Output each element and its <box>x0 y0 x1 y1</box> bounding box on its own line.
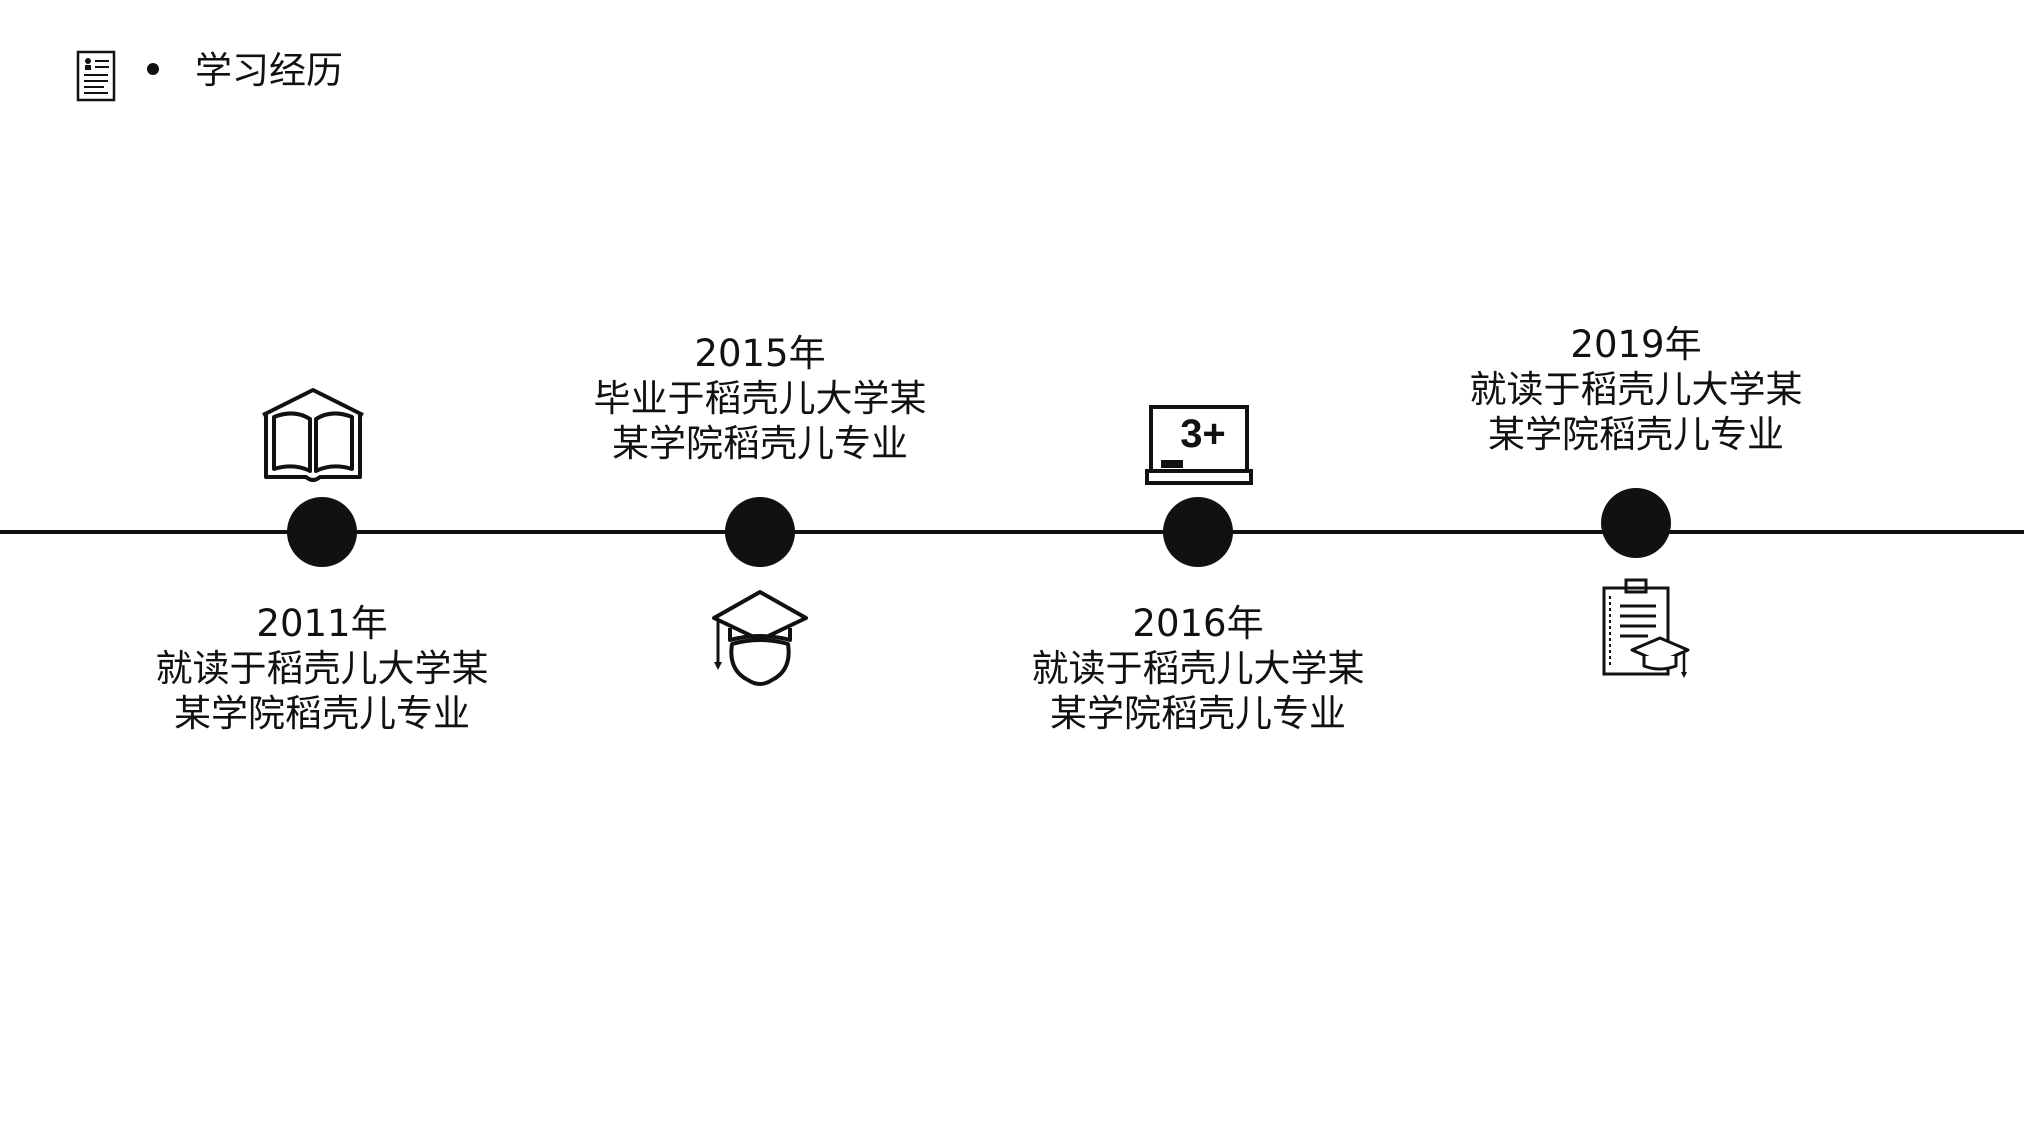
event-year: 2016年 <box>1132 602 1264 645</box>
open-book-icon <box>262 388 364 482</box>
timeline-node-2019 <box>1601 488 1671 558</box>
graduate-icon <box>712 590 808 686</box>
page-title: 学习经历 <box>195 49 343 92</box>
event-line1: 就读于稻壳儿大学某 <box>1469 368 1803 411</box>
timeline-node-2015 <box>725 497 795 567</box>
event-year: 2019年 <box>1570 323 1702 366</box>
timeline-event-2015: 2015年 毕业于稻壳儿大学某 某学院稻壳儿专业 <box>550 331 970 466</box>
timeline-event-2016: 2016年 就读于稻壳儿大学某 某学院稻壳儿专业 <box>988 601 1408 736</box>
event-year: 2015年 <box>694 332 826 375</box>
resume-icon <box>76 50 116 102</box>
timeline-line <box>0 530 2024 534</box>
diploma-clipboard-icon <box>1602 578 1690 678</box>
page-header: 学习经历 <box>0 0 600 140</box>
bullet-dot <box>147 63 159 75</box>
event-line1: 就读于稻壳儿大学某 <box>1031 647 1365 690</box>
event-year: 2011年 <box>256 602 388 645</box>
timeline-event-2011: 2011年 就读于稻壳儿大学某 某学院稻壳儿专业 <box>112 601 532 736</box>
event-line2: 某学院稻壳儿专业 <box>612 422 908 465</box>
timeline-event-2019: 2019年 就读于稻壳儿大学某 某学院稻壳儿专业 <box>1426 322 1846 457</box>
timeline-node-2011 <box>287 497 357 567</box>
event-line1: 就读于稻壳儿大学某 <box>155 647 489 690</box>
event-line2: 某学院稻壳儿专业 <box>174 692 470 735</box>
timeline-node-2016 <box>1163 497 1233 567</box>
event-line2: 某学院稻壳儿专业 <box>1050 692 1346 735</box>
blackboard-icon: 3+ <box>1145 405 1253 485</box>
board-text: 3+ <box>1180 412 1226 456</box>
event-line1: 毕业于稻壳儿大学某 <box>593 377 927 420</box>
event-line2: 某学院稻壳儿专业 <box>1488 413 1784 456</box>
